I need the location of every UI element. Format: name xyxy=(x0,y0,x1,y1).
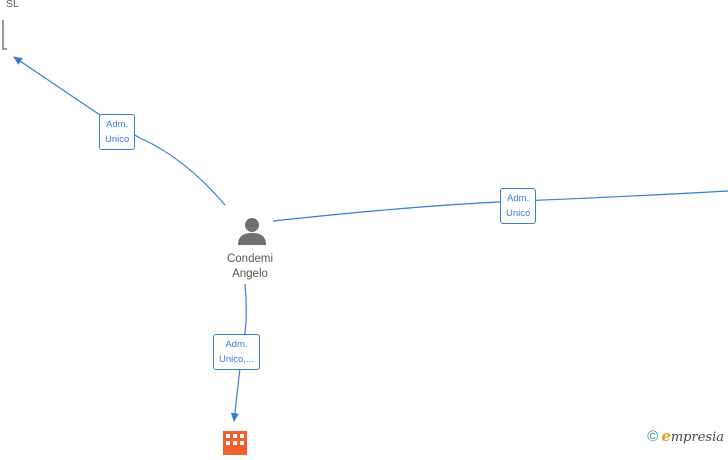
bottom-company-node[interactable] xyxy=(223,431,247,455)
edge-label-right[interactable]: Adm. Unico xyxy=(500,188,537,224)
edge-label-bottom[interactable]: Adm. Unico,... xyxy=(213,334,260,370)
copyright-icon: © xyxy=(647,428,659,445)
edge-label-right-line2: Unico xyxy=(506,208,531,219)
relationship-graph xyxy=(2,20,728,422)
person-name-line1: Condemi xyxy=(226,253,274,265)
brand-rest: mpresia xyxy=(670,430,724,445)
edge-label-top-left-line2: Unico xyxy=(105,134,130,145)
top-company-bracket xyxy=(2,20,7,50)
company-building-icon xyxy=(223,431,247,455)
edge-label-top-left-line1: Adm. xyxy=(106,119,129,130)
person-icon xyxy=(238,218,266,245)
top-company-label[interactable]: SL xyxy=(6,0,19,10)
person-node[interactable] xyxy=(236,216,268,246)
empresia-watermark: © empresia xyxy=(647,427,724,446)
brand-name: empresia xyxy=(661,427,724,446)
edge-label-right-line1: Adm. xyxy=(507,193,530,204)
edge-label-bottom-line2: Unico,... xyxy=(219,354,254,365)
edge-label-bottom-line1: Adm. xyxy=(225,339,248,350)
person-name-line2: Angelo xyxy=(232,268,268,280)
edge-label-top-left[interactable]: Adm. Unico xyxy=(99,114,136,150)
person-name[interactable]: Condemi Angelo xyxy=(210,252,290,282)
brand-initial: e xyxy=(661,427,671,445)
edge-to-top-company xyxy=(13,56,226,206)
